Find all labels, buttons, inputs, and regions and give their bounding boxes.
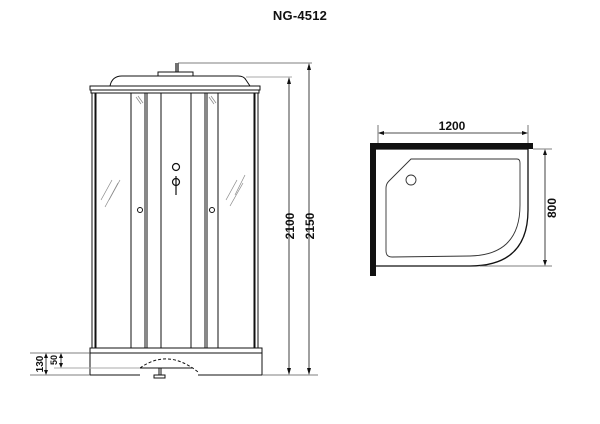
right-door-handle-icon — [209, 207, 215, 213]
front-view-dimensions: 2100 2150 130 50 — [30, 62, 318, 376]
total-height-label: 2150 — [303, 212, 317, 239]
glass-reflection-icon — [100, 95, 246, 208]
tray-depth-label: 800 — [545, 198, 559, 218]
side-wall — [370, 143, 376, 276]
back-wall — [370, 143, 533, 149]
left-door-handle-icon — [137, 207, 143, 213]
tray-width-label: 1200 — [439, 119, 466, 133]
shower-knob-icon — [171, 162, 181, 172]
drain-icon — [405, 174, 417, 186]
cabin-height-label: 2100 — [283, 212, 297, 239]
front-view — [89, 63, 263, 379]
top-view: 1200 800 — [370, 119, 559, 276]
leg-height-label: 50 — [49, 355, 59, 365]
tray-height-label: 130 — [35, 355, 46, 372]
model-title: NG-4512 — [272, 8, 328, 23]
